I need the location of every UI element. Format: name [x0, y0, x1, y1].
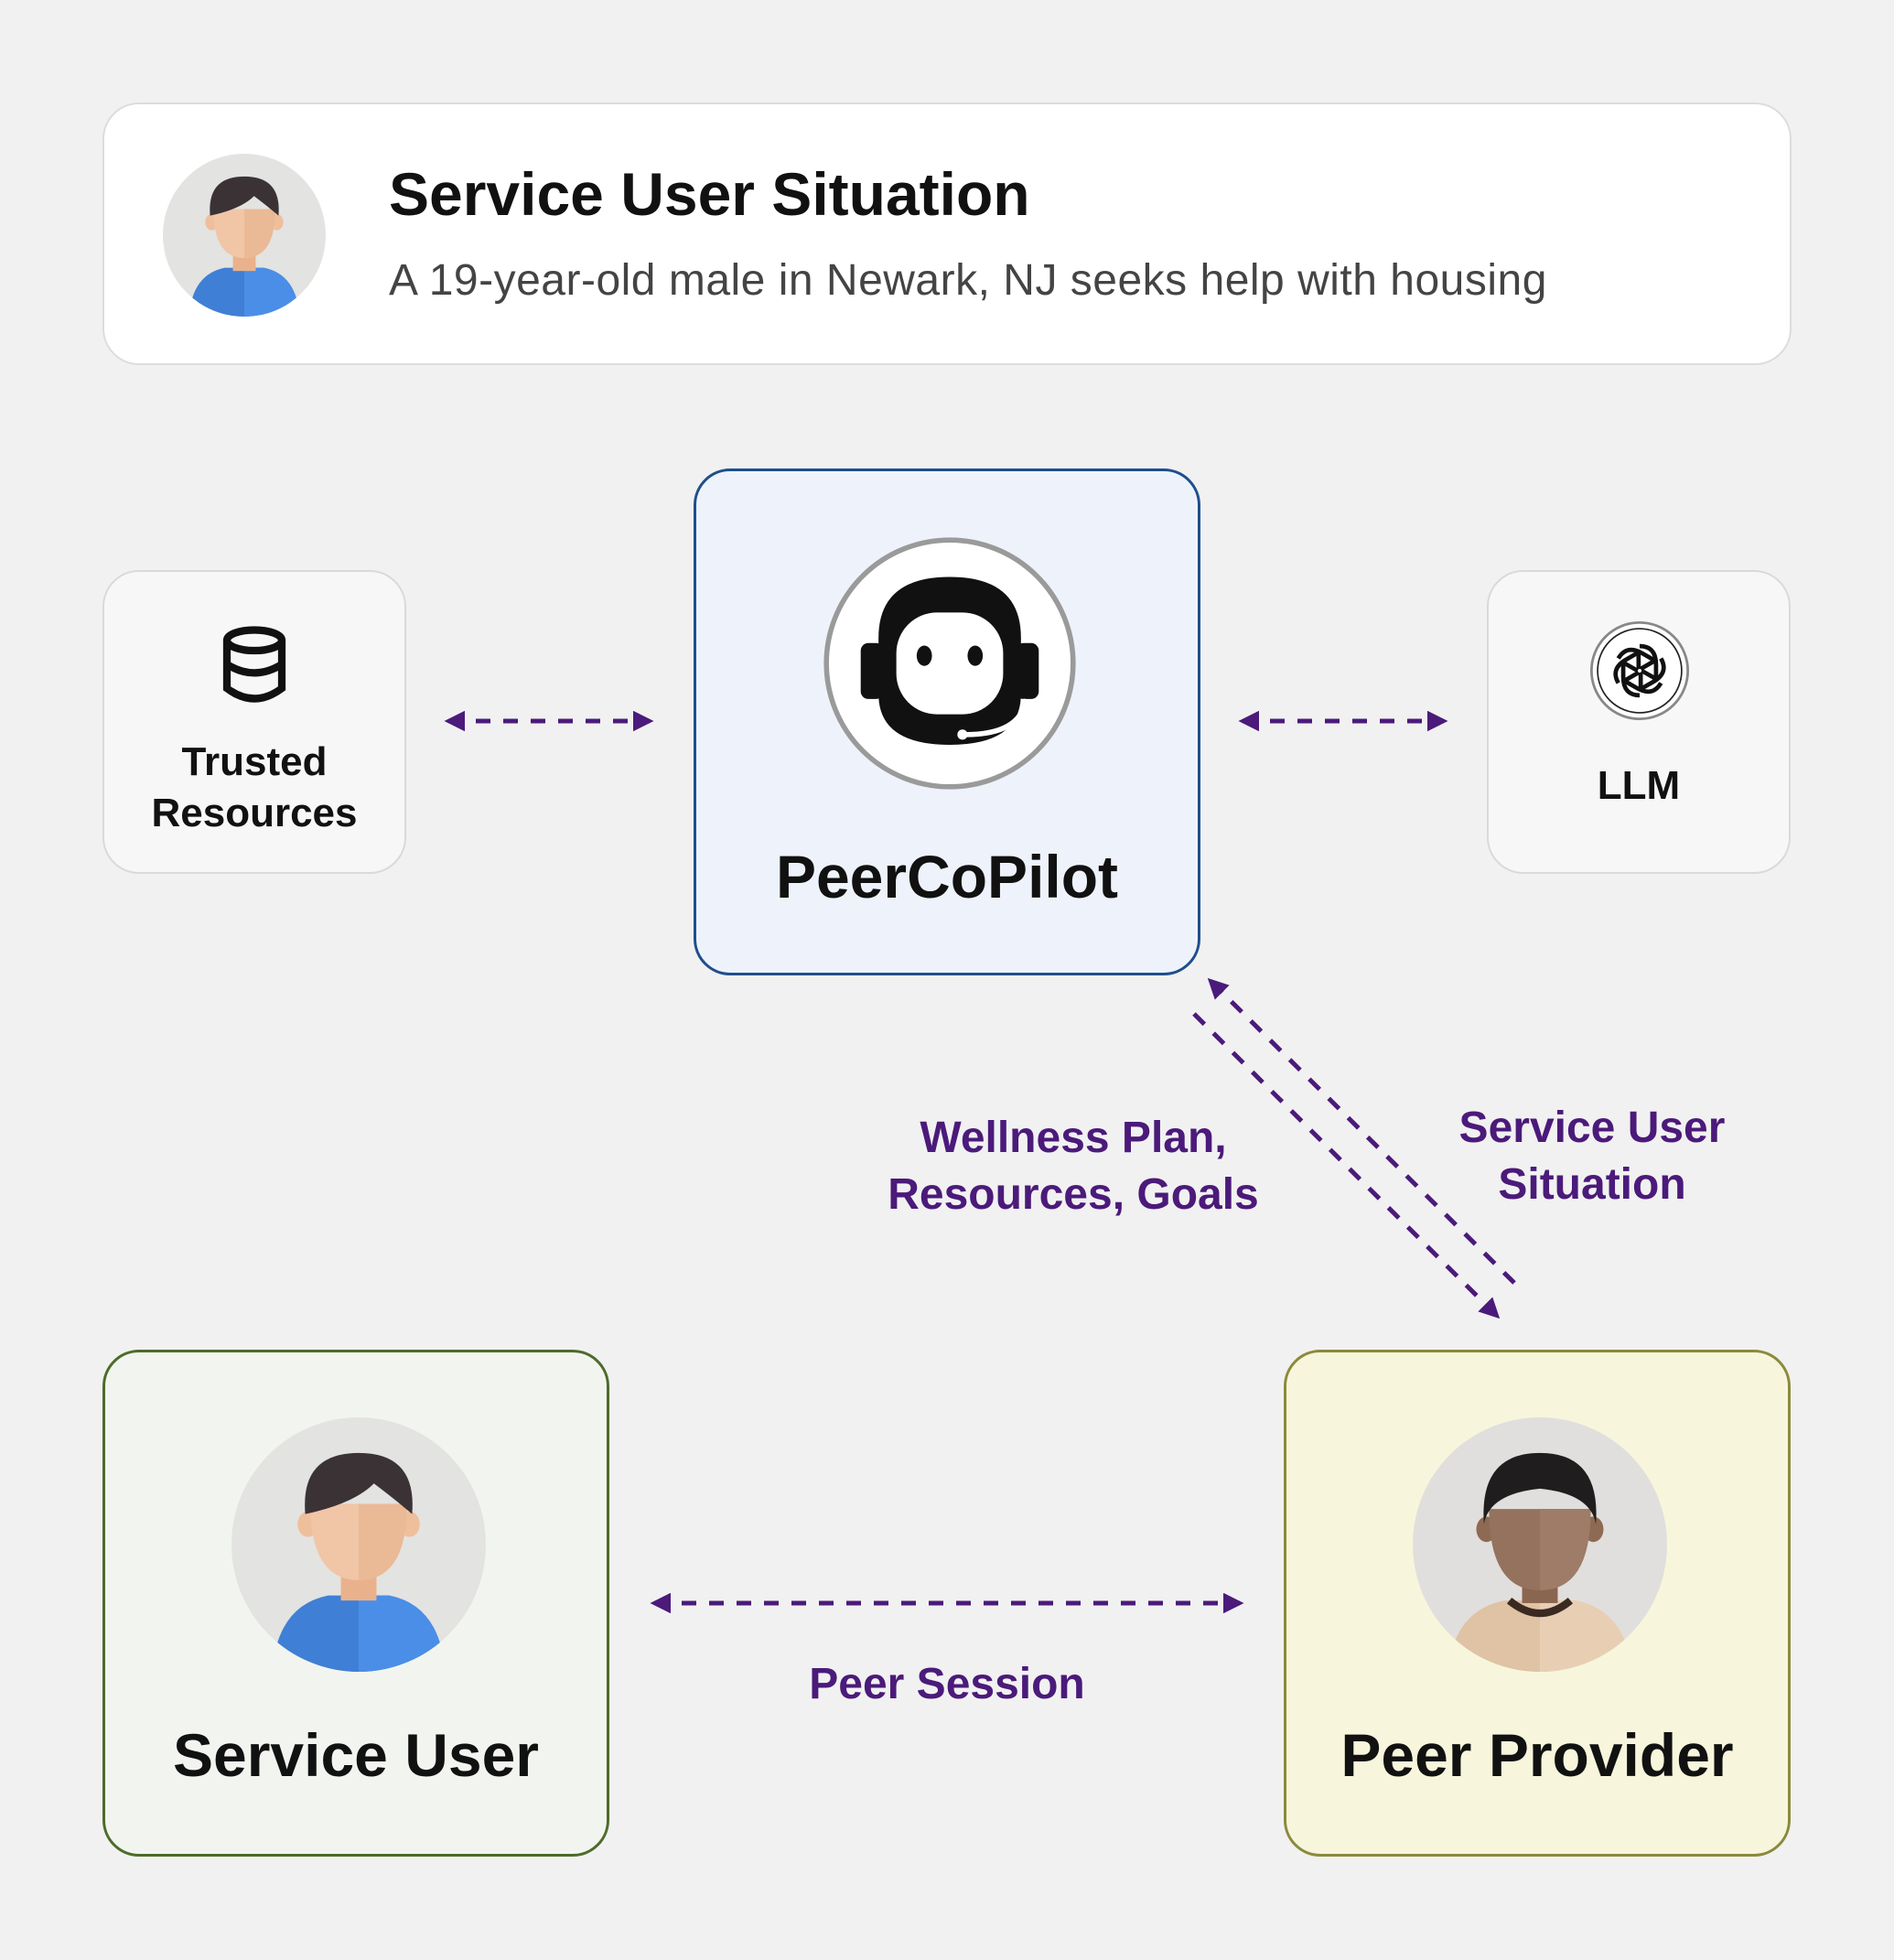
service-user-box: Service User: [102, 1350, 609, 1857]
service-user-situation-card: Service User Situation A 19-year-old mal…: [102, 102, 1792, 365]
trusted-resources-box: Trusted Resources: [102, 570, 406, 874]
situation-edge-label-line1: Service User: [1458, 1104, 1726, 1152]
database-icon: [222, 626, 286, 703]
wellness-plan-label-line1: Wellness Plan,: [920, 1114, 1227, 1162]
situation-description: A 19-year-old male in Newark, NJ seeks h…: [389, 256, 1547, 305]
arrow-provider-to-copilot: [1207, 977, 1516, 1285]
service-user-title: Service User: [173, 1721, 539, 1789]
situation-title: Service User Situation: [389, 160, 1030, 228]
robot-headset-icon: [823, 537, 1076, 790]
peercopilot-box: PeerCoPilot: [694, 468, 1200, 975]
peer-provider-box: Peer Provider: [1284, 1350, 1791, 1857]
llm-label: LLM: [1597, 763, 1681, 808]
trusted-resources-label-line2: Resources: [151, 791, 358, 835]
peercopilot-title: PeerCoPilot: [775, 843, 1119, 910]
peer-session-label: Peer Session: [809, 1660, 1085, 1708]
young-man-avatar-icon: [231, 1417, 486, 1672]
young-man-avatar-icon: [163, 154, 326, 317]
wellness-plan-label-line2: Resources, Goals: [888, 1170, 1259, 1219]
llm-box: LLM: [1487, 570, 1791, 874]
peer-provider-title: Peer Provider: [1340, 1721, 1734, 1789]
openai-logo-icon: [1589, 620, 1690, 721]
peer-provider-avatar-icon: [1413, 1417, 1667, 1672]
situation-edge-label-line2: Situation: [1498, 1160, 1686, 1209]
trusted-resources-label-line1: Trusted: [181, 739, 328, 784]
